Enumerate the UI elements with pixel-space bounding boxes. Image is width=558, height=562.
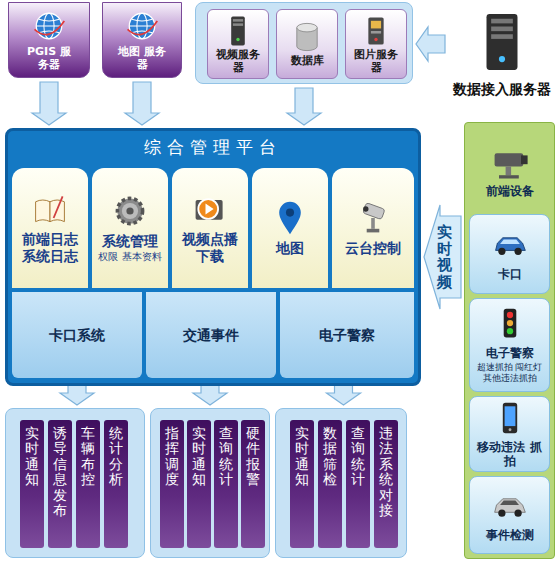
box-sublabel: 超速抓拍 闯红灯 其他违法抓拍 <box>477 362 543 384</box>
box-label: 移动违法 抓拍 <box>477 440 543 469</box>
device-box: 电子警察超速抓拍 闯红灯 其他违法抓拍 <box>469 298 550 392</box>
box-label: 数据库 <box>291 54 324 67</box>
box-label: 地图 <box>276 240 304 257</box>
box-label: 综合管理平台 <box>144 137 282 157</box>
box-label: 诱导信息发布 <box>53 426 67 518</box>
server-tile: 视频服务器 <box>207 9 269 79</box>
function-panel: 实时通知诱导信息发布车辆布控统计分析 <box>5 408 145 558</box>
box-label: 违法系统对接 <box>379 426 393 518</box>
function-column: 查询统计 <box>346 420 370 548</box>
icon <box>355 200 391 236</box>
box-label: 硬件报警 <box>246 426 260 488</box>
box-label: 事件检测 <box>486 528 534 542</box>
box-label: 系统管理 <box>102 233 158 250</box>
function-column: 查询统计 <box>214 420 238 548</box>
function-column: 指挥调度 <box>160 420 184 548</box>
function-column: 实时通知 <box>20 420 44 548</box>
icon <box>192 191 228 227</box>
box-label: 查询统计 <box>351 426 365 488</box>
icon <box>359 14 393 48</box>
device-box: 移动违法 抓拍 <box>469 396 550 472</box>
block-arrow <box>416 27 445 61</box>
icon <box>492 488 528 524</box>
platform-box: 综合管理平台前端日志 系统日志系统管理权限 基本资料视频点播 下载地图云台控制卡… <box>5 128 421 386</box>
box-label: 交通事件 <box>183 327 239 344</box>
function-cell: 前端日志 系统日志 <box>12 168 88 288</box>
function-column: 违法系统对接 <box>374 420 398 548</box>
box-label: 统计分析 <box>109 426 123 488</box>
box-label: 实时通知 <box>25 426 39 488</box>
subsystem-cell: 卡口系统 <box>12 292 142 378</box>
subsystem-cell: 交通事件 <box>146 292 276 378</box>
server-group-panel: 视频服务器 数据库 图片服务器 <box>195 2 413 84</box>
function-column: 硬件报警 <box>241 420 265 548</box>
block-arrow <box>424 205 461 309</box>
block-arrow <box>287 88 321 125</box>
box-label: 数据筛检 <box>323 426 337 488</box>
icon <box>492 227 528 263</box>
box-label: 实时通知 <box>295 426 309 488</box>
block-arrow <box>125 82 159 125</box>
device-box: 事件检测 <box>469 476 550 554</box>
icon <box>32 9 66 43</box>
function-panel: 实时通知数据筛检查询统计违法系统对接 <box>275 408 407 558</box>
box-label: 电子警察 <box>319 327 375 344</box>
function-column: 车辆布控 <box>76 420 100 548</box>
server-tile: 数据库 <box>276 9 338 79</box>
box-sublabel: 权限 基本资料 <box>98 251 161 263</box>
icon <box>32 191 68 227</box>
function-cell: 视频点播 下载 <box>172 168 248 288</box>
box-label: 指挥调度 <box>165 426 179 488</box>
icon <box>125 9 159 43</box>
function-panel: 指挥调度实时通知查询统计硬件报警 <box>150 408 270 558</box>
icon <box>112 193 148 229</box>
icon <box>272 200 308 236</box>
box-label: 卡口系统 <box>49 327 105 344</box>
function-cell: 地图 <box>252 168 328 288</box>
function-cell: 云台控制 <box>332 168 414 288</box>
box-label: 地图 服务器 <box>117 45 167 71</box>
device-box: 卡口 <box>469 214 550 294</box>
icon <box>488 140 532 184</box>
arrow-label: 实时视频 <box>436 222 453 292</box>
box-label: 视频服务器 <box>211 48 265 74</box>
server-box: PGIS 服务器 <box>8 2 90 78</box>
icon <box>471 11 533 73</box>
function-column: 诱导信息发布 <box>48 420 72 548</box>
icon <box>290 20 324 54</box>
box-label: 前端设备 <box>486 184 534 198</box>
device-box: 前端设备 <box>469 126 550 212</box>
access-server: 数据接入服务器 <box>448 4 556 100</box>
box-label: 卡口 <box>498 267 522 281</box>
function-column: 实时通知 <box>187 420 211 548</box>
server-tile: 图片服务器 <box>345 9 407 79</box>
server-box: 地图 服务器 <box>102 2 182 78</box>
block-arrow <box>32 82 66 125</box>
box-label: 云台控制 <box>345 240 401 257</box>
function-column: 数据筛检 <box>318 420 342 548</box>
icon <box>492 306 528 342</box>
box-label: 视频点播 下载 <box>176 231 244 265</box>
box-label: 数据接入服务器 <box>453 81 551 98</box>
box-label: 图片服务器 <box>349 48 403 74</box>
box-label: 车辆布控 <box>81 426 95 488</box>
function-column: 实时通知 <box>290 420 314 548</box>
box-label: 前端日志 系统日志 <box>16 231 84 265</box>
subsystem-cell: 电子警察 <box>280 292 414 378</box>
icon <box>221 14 255 48</box>
box-label: 电子警察 <box>486 346 534 360</box>
icon <box>492 400 528 436</box>
function-column: 统计分析 <box>104 420 128 548</box>
box-label: 实时通知 <box>192 426 206 488</box>
box-label: 查询统计 <box>219 426 233 488</box>
function-cell: 系统管理权限 基本资料 <box>92 168 168 288</box>
box-label: PGIS 服务器 <box>24 45 74 71</box>
device-panel: 前端设备卡口电子警察超速抓拍 闯红灯 其他违法抓拍移动违法 抓拍事件检测 <box>464 122 555 559</box>
